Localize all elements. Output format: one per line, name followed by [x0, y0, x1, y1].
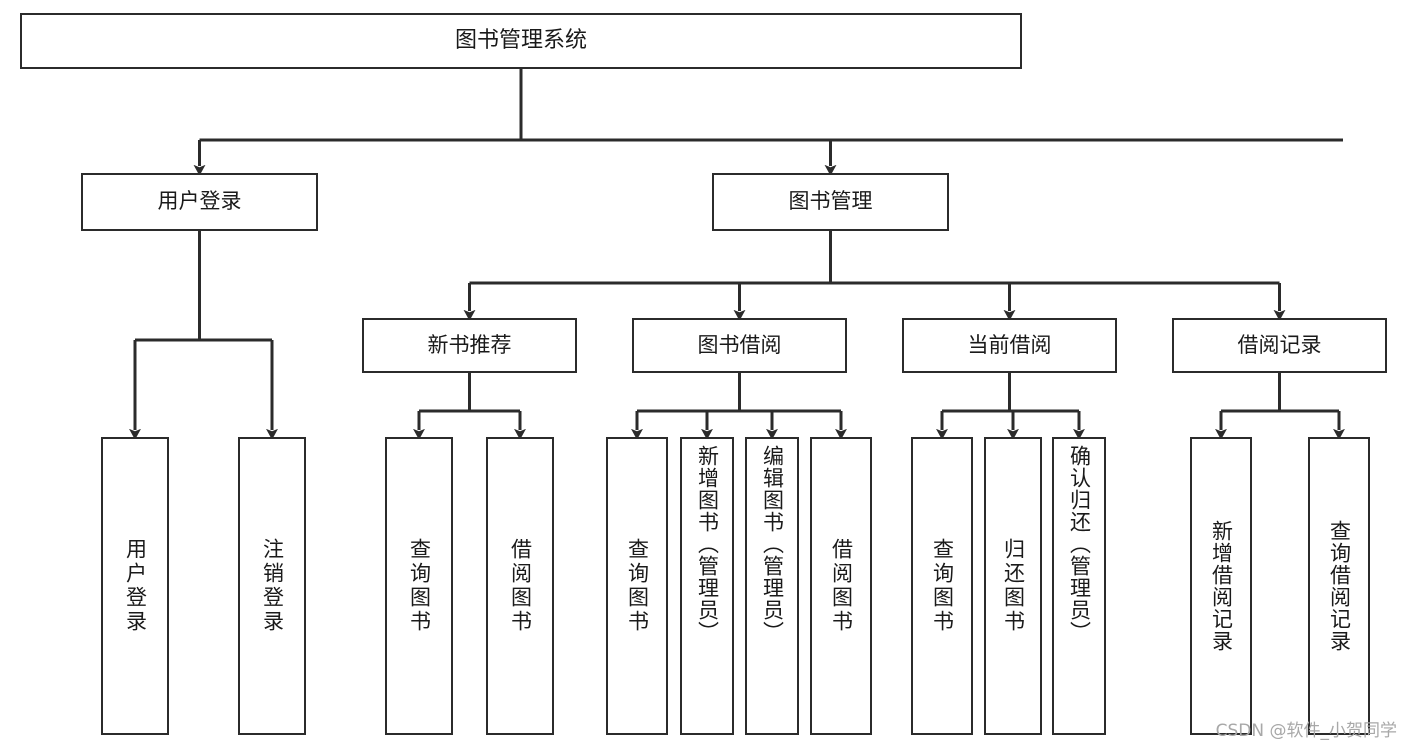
node-user-login[interactable]: 用户登录: [81, 173, 318, 231]
leaf-query-book-current-label: 查询图书: [930, 538, 955, 634]
leaf-add-borrow-record-label: 新增借阅记录: [1209, 520, 1234, 652]
leaf-logout-label: 注销登录: [260, 538, 285, 634]
node-current-borrow-label: 当前借阅: [967, 332, 1052, 357]
leaf-query-borrow-record[interactable]: 查询借阅记录: [1308, 437, 1370, 735]
leaf-add-borrow-record[interactable]: 新增借阅记录: [1190, 437, 1252, 735]
leaf-user-login[interactable]: 用户登录: [101, 437, 169, 735]
leaf-edit-book-admin-label: 编辑图书（管理员）: [760, 445, 785, 643]
node-user-login-label: 用户登录: [157, 189, 242, 214]
leaf-user-login-label: 用户登录: [123, 538, 148, 634]
node-borrow-record[interactable]: 借阅记录: [1172, 318, 1387, 373]
leaf-logout[interactable]: 注销登录: [238, 437, 306, 735]
node-borrow-record-label: 借阅记录: [1237, 332, 1322, 357]
leaf-add-book-admin-label: 新增图书（管理员）: [695, 445, 720, 643]
node-root-label: 图书管理系统: [454, 27, 587, 53]
leaf-query-book-borrow[interactable]: 查询图书: [606, 437, 668, 735]
node-current-borrow[interactable]: 当前借阅: [902, 318, 1117, 373]
leaf-return-book[interactable]: 归还图书: [984, 437, 1042, 735]
node-book-borrow[interactable]: 图书借阅: [632, 318, 847, 373]
leaf-query-book-recommend[interactable]: 查询图书: [385, 437, 453, 735]
leaf-add-book-admin[interactable]: 新增图书（管理员）: [680, 437, 734, 735]
leaf-query-book-current[interactable]: 查询图书: [911, 437, 973, 735]
leaf-query-book-recommend-label: 查询图书: [407, 538, 432, 634]
leaf-edit-book-admin[interactable]: 编辑图书（管理员）: [745, 437, 799, 735]
leaf-confirm-return-admin[interactable]: 确认归还（管理员）: [1052, 437, 1106, 735]
node-book-management[interactable]: 图书管理: [712, 173, 949, 231]
node-new-book-recommend[interactable]: 新书推荐: [362, 318, 577, 373]
node-root[interactable]: 图书管理系统: [20, 13, 1022, 69]
leaf-borrow-book-recommend-label: 借阅图书: [508, 538, 533, 634]
node-book-borrow-label: 图书借阅: [697, 332, 782, 357]
leaf-borrow-book-recommend[interactable]: 借阅图书: [486, 437, 554, 735]
node-book-management-label: 图书管理: [788, 189, 873, 214]
leaf-confirm-return-admin-label: 确认归还（管理员）: [1067, 445, 1092, 643]
csdn-watermark: CSDN @软件_小贺同学: [1215, 721, 1397, 741]
leaf-borrow-book-label: 借阅图书: [829, 538, 854, 634]
leaf-return-book-label: 归还图书: [1001, 538, 1026, 634]
node-new-book-recommend-label: 新书推荐: [427, 332, 512, 357]
leaf-query-borrow-record-label: 查询借阅记录: [1327, 520, 1352, 652]
leaf-query-book-borrow-label: 查询图书: [625, 538, 650, 634]
leaf-borrow-book[interactable]: 借阅图书: [810, 437, 872, 735]
